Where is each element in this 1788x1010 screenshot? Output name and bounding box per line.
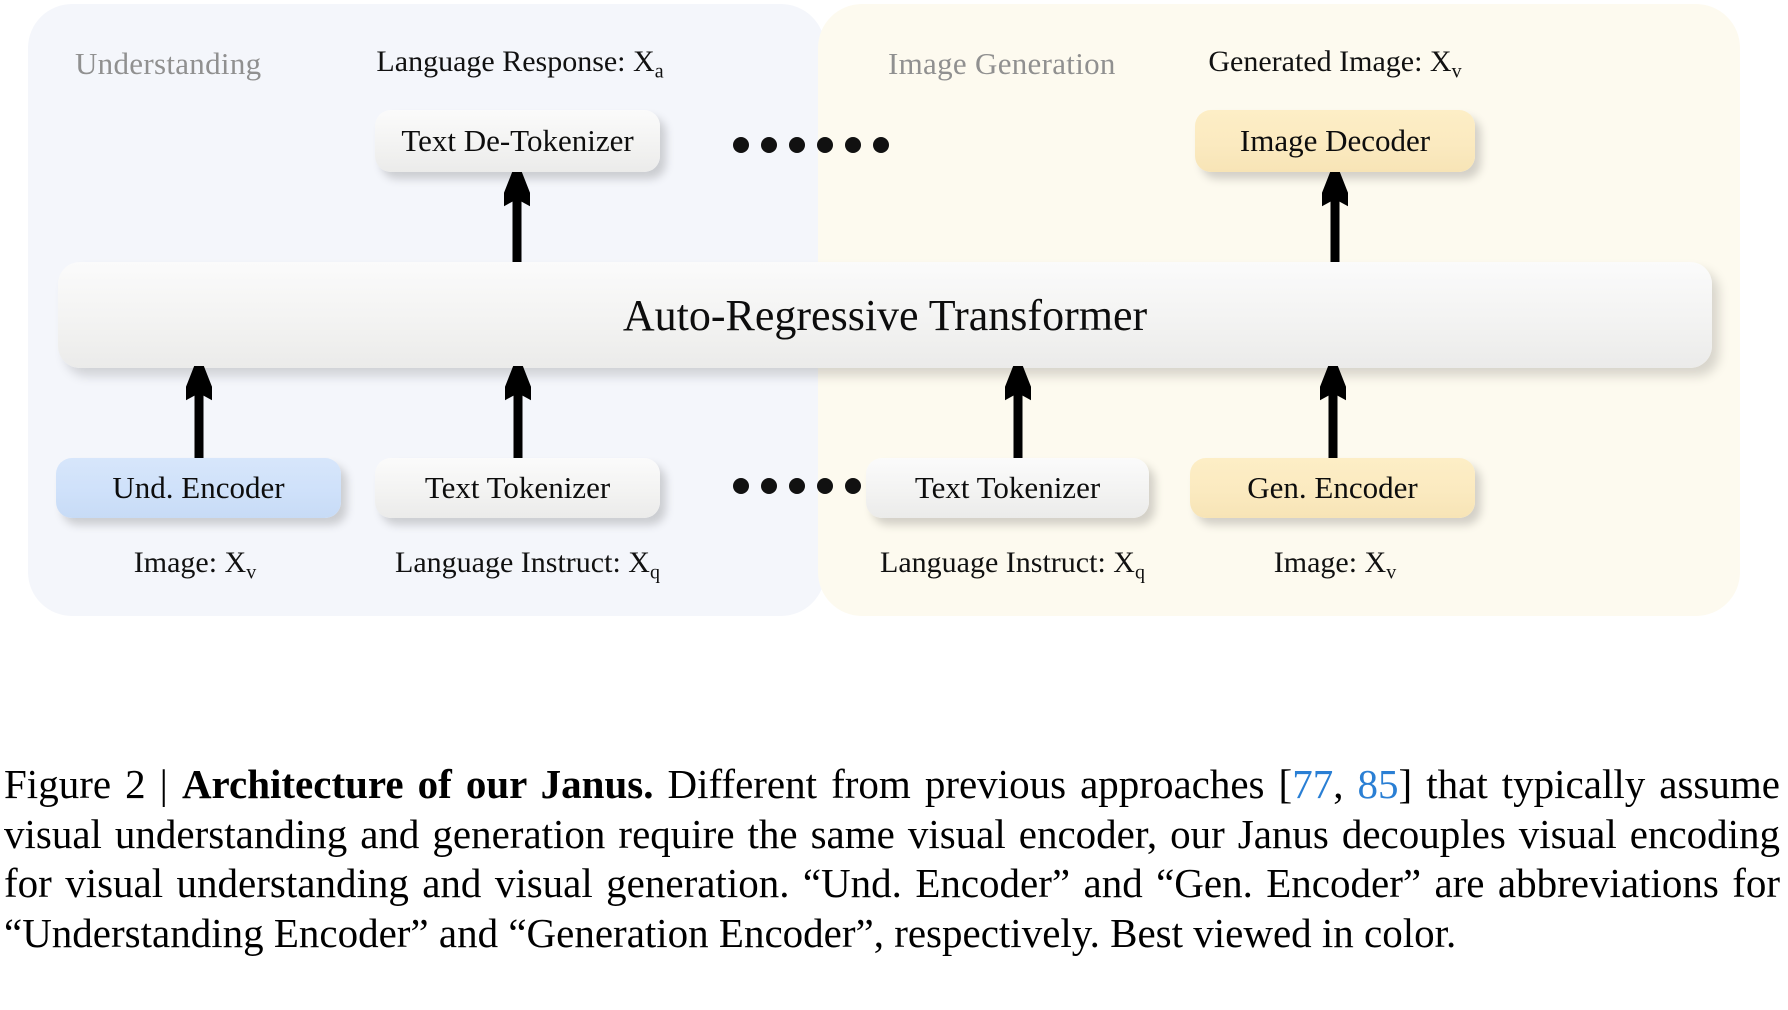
node-text-tokenizer-left[interactable]: Text Tokenizer xyxy=(375,458,660,518)
node-image-decoder-label: Image Decoder xyxy=(1239,123,1431,158)
caption-prefix: Figure 2 | xyxy=(4,761,182,807)
node-text-tokenizer-right-label: Text Tokenizer xyxy=(914,470,1101,505)
label-image-right: Image: Xv xyxy=(1240,546,1430,584)
node-gen-encoder[interactable]: Gen. Encoder xyxy=(1190,458,1475,518)
label-image-left: Image: Xv xyxy=(100,546,290,584)
arrow-up-to-image-decoder xyxy=(1322,172,1348,264)
node-gen-encoder-label: Gen. Encoder xyxy=(1247,470,1418,505)
label-image-right-subscript: v xyxy=(1386,561,1397,584)
label-generated-image-subscript: v xyxy=(1451,60,1462,83)
node-text-de-tokenizer-label: Text De-Tokenizer xyxy=(401,123,634,158)
label-image-left-subscript: v xyxy=(246,561,257,584)
dot-icon xyxy=(733,478,749,494)
node-auto-regressive-transformer[interactable]: Auto-Regressive Transformer xyxy=(58,262,1712,368)
label-generated-image: Generated Image: Xv xyxy=(1200,45,1470,83)
caption-citation-77[interactable]: 77 xyxy=(1292,761,1334,807)
dot-icon xyxy=(761,478,777,494)
figure-caption: Figure 2 | Architecture of our Janus. Di… xyxy=(4,760,1780,958)
caption-citation-85[interactable]: 85 xyxy=(1357,761,1399,807)
node-und-encoder-label: Und. Encoder xyxy=(112,470,285,505)
dot-icon xyxy=(845,137,861,153)
dot-icon xyxy=(789,137,805,153)
dot-icon xyxy=(817,137,833,153)
label-language-response: Language Response: Xa xyxy=(370,45,670,83)
dot-icon xyxy=(845,478,861,494)
arrow-up-to-text-de-tokenizer xyxy=(504,172,530,264)
label-image-right-text: Image: X xyxy=(1273,546,1387,579)
panel-title-image-generation: Image Generation xyxy=(888,46,1116,81)
caption-body-second: ] that typically assume visual understan… xyxy=(4,761,1780,956)
label-language-instruct-right: Language Instruct: Xq xyxy=(870,546,1155,584)
label-language-instruct-left-text: Language Instruct: X xyxy=(395,546,650,579)
label-language-response-text: Language Response: X xyxy=(376,45,655,78)
arrow-up-from-und-encoder xyxy=(186,366,212,460)
arrow-up-from-text-tokenizer-left xyxy=(505,366,531,460)
caption-body-first: Different from previous approaches [ xyxy=(653,761,1293,807)
ellipsis-dots-top xyxy=(733,137,889,153)
arrow-up-from-gen-encoder xyxy=(1320,366,1346,460)
node-auto-regressive-transformer-label: Auto-Regressive Transformer xyxy=(622,290,1148,340)
caption-bold-title: Architecture of our Janus. xyxy=(181,761,654,807)
dot-icon xyxy=(789,478,805,494)
label-language-instruct-right-subscript: q xyxy=(1134,561,1145,584)
label-language-instruct-right-text: Language Instruct: X xyxy=(880,546,1135,579)
dot-icon xyxy=(817,478,833,494)
label-language-instruct-left-subscript: q xyxy=(649,561,660,584)
label-image-left-text: Image: X xyxy=(133,546,247,579)
node-und-encoder[interactable]: Und. Encoder xyxy=(56,458,341,518)
node-text-tokenizer-left-label: Text Tokenizer xyxy=(424,470,611,505)
dot-icon xyxy=(733,137,749,153)
node-text-de-tokenizer[interactable]: Text De-Tokenizer xyxy=(375,110,660,172)
node-image-decoder[interactable]: Image Decoder xyxy=(1195,110,1475,172)
label-language-response-subscript: a xyxy=(654,60,664,83)
label-generated-image-text: Generated Image: X xyxy=(1208,45,1452,78)
label-language-instruct-left: Language Instruct: Xq xyxy=(385,546,670,584)
caption-citation-separator: , xyxy=(1333,761,1358,807)
node-text-tokenizer-right[interactable]: Text Tokenizer xyxy=(866,458,1149,518)
dot-icon xyxy=(873,137,889,153)
dot-icon xyxy=(761,137,777,153)
panel-title-understanding: Understanding xyxy=(75,46,262,81)
arrow-up-from-text-tokenizer-right xyxy=(1005,366,1031,460)
